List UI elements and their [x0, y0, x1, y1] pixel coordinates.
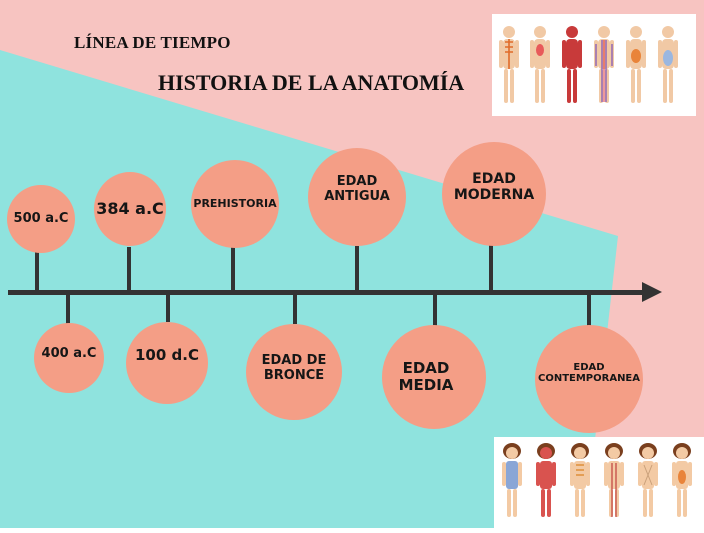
stem-edad-antigua — [355, 246, 359, 292]
stem-384ac — [127, 247, 131, 292]
page-title: HISTORIA DE LA ANATOMÍA — [158, 70, 465, 95]
child-anatomy-illustration — [494, 437, 704, 528]
node-400ac: 400 a.C — [34, 323, 104, 393]
figure-nerves — [530, 26, 550, 103]
figure-digestive — [626, 26, 646, 103]
node-edad-de-bronce: EDAD DE BRONCE — [246, 324, 342, 420]
node-prehistoria: PREHISTORIA — [191, 160, 279, 248]
stem-400ac — [66, 292, 70, 326]
child-figure-5 — [638, 443, 658, 517]
stem-edad-moderna — [489, 244, 493, 292]
child-figure-3 — [570, 443, 590, 517]
stem-edad-media — [433, 292, 437, 328]
child-figure-1 — [502, 443, 522, 517]
node-edad-contemporanea: EDAD CONTEMPORANEA — [535, 325, 643, 433]
timeline-axis — [8, 290, 648, 295]
timeline-arrow-head — [642, 282, 662, 302]
figure-muscles — [562, 26, 582, 103]
figure-skeleton — [499, 26, 519, 103]
figure-lymphatic — [658, 26, 678, 103]
figure-circulatory — [594, 26, 614, 103]
child-figure-4 — [604, 443, 624, 517]
node-edad-antigua: EDAD ANTIGUA — [308, 148, 406, 246]
node-edad-moderna: EDAD MODERNA — [442, 142, 546, 246]
child-figure-6 — [672, 443, 692, 517]
stem-edad-de-bronce — [293, 292, 297, 324]
node-500ac: 500 a.C — [7, 185, 75, 253]
stem-500ac — [35, 252, 39, 292]
node-384ac: 384 a.C — [94, 172, 166, 246]
stem-edad-contemporanea — [587, 292, 591, 328]
node-100dc: 100 d.C — [126, 322, 208, 404]
node-edad-media: EDAD MEDIA — [382, 325, 486, 429]
stem-prehistoria — [231, 246, 235, 292]
timeline-kicker: LÍNEA DE TIEMPO — [74, 33, 231, 52]
stem-100dc — [166, 292, 170, 322]
adult-anatomy-illustration — [492, 14, 696, 116]
child-figure-2 — [536, 443, 556, 517]
